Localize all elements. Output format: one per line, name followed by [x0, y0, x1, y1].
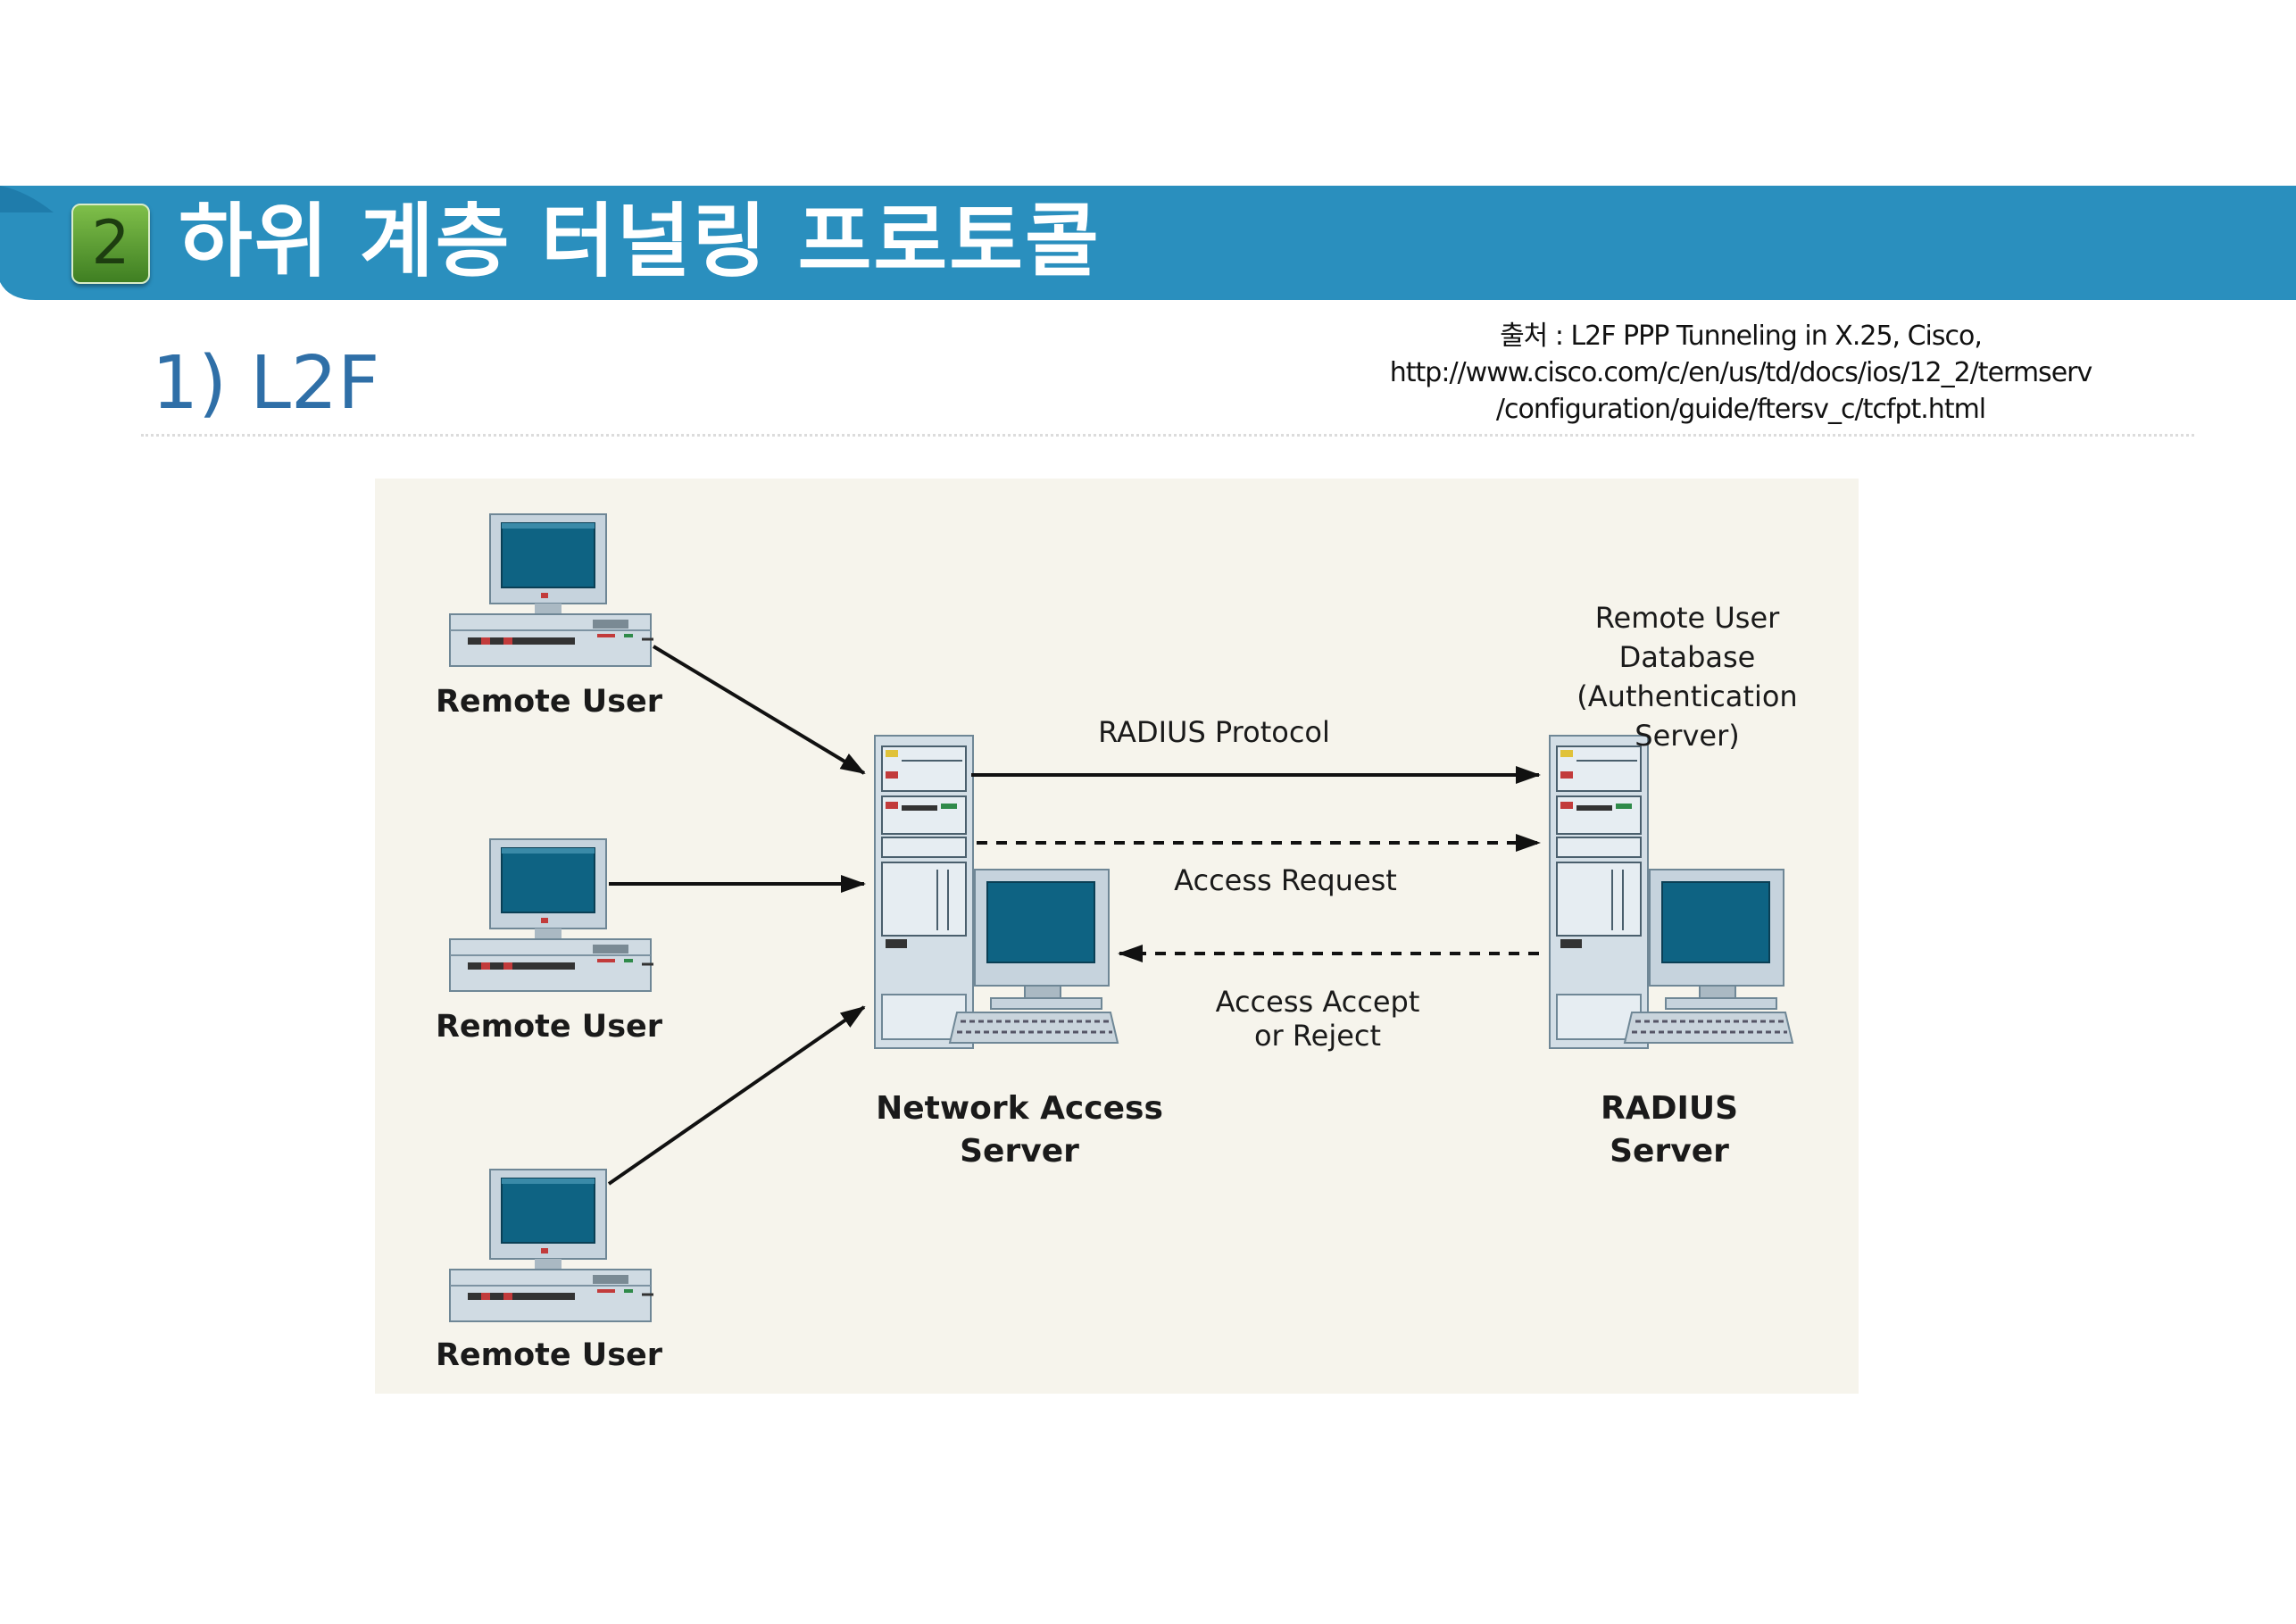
slide-title: 하위 계층 터널링 프로토콜: [179, 195, 1101, 288]
radius-label-line-2: Server: [1610, 1133, 1729, 1170]
title-banner: [0, 186, 2296, 300]
section-number-badge: 2: [71, 204, 150, 284]
nas-label-line-1: Network Access: [876, 1090, 1163, 1127]
database-line-1: Remote User: [1594, 601, 1780, 635]
database-line-3: (Authentication: [1576, 679, 1798, 713]
divider-line: [141, 434, 2194, 437]
slide-subtitle: 1) L2F: [152, 341, 380, 426]
database-line-4: Server): [1635, 719, 1740, 753]
access-request-label: Access Request: [1174, 863, 1397, 897]
radius-protocol-label: RADIUS Protocol: [1098, 715, 1330, 749]
source-line-1: 출처 : L2F PPP Tunneling in X.25, Cisco,: [1500, 321, 1983, 352]
remote-user-label-1: Remote User: [435, 684, 663, 720]
radius-label-line-1: RADIUS: [1600, 1090, 1739, 1127]
l2f-diagram: Remote User Remote User Remote User RADI…: [375, 479, 1859, 1394]
nas-label-line-2: Server: [960, 1133, 1079, 1170]
access-accept-label: Access Accept: [1215, 985, 1420, 1019]
source-line-3: /configuration/guide/ftersv_c/tcfpt.html: [1495, 394, 1986, 425]
source-line-2: http://www.cisco.com/c/en/us/td/docs/ios…: [1389, 357, 2092, 388]
remote-user-label-3: Remote User: [435, 1337, 663, 1373]
remote-user-label-2: Remote User: [435, 1009, 663, 1045]
section-number: 2: [91, 208, 130, 279]
database-line-2: Database: [1618, 640, 1756, 674]
access-reject-label: or Reject: [1253, 1019, 1382, 1053]
source-citation: 출처 : L2F PPP Tunneling in X.25, Cisco, h…: [1339, 318, 2142, 428]
arrow-user3-to-nas: [607, 1005, 866, 1186]
arrow-user1-to-nas: [652, 645, 866, 775]
